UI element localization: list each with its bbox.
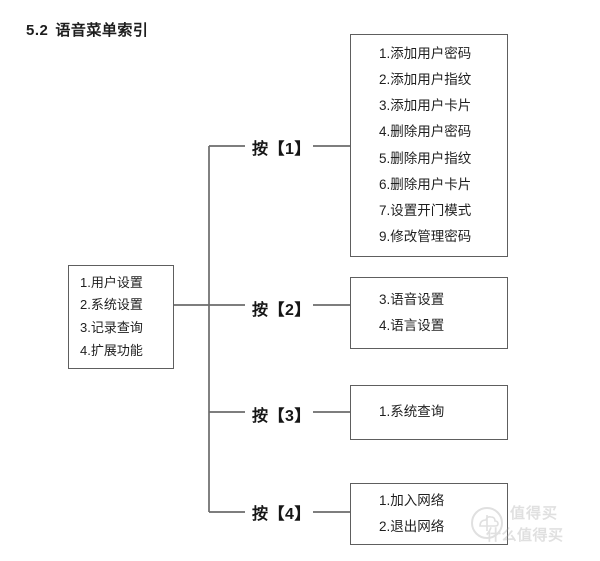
menu-box-root[interactable]: 1.用户设置 2.系统设置 3.记录查询 4.扩展功能: [68, 265, 174, 369]
branch-label-1: 按【1】: [252, 141, 311, 158]
menu-box-branch-3[interactable]: 1.系统查询: [350, 385, 508, 440]
branch-label-3: 按【3】: [252, 408, 311, 425]
menu-item: 6.删除用户卡片: [379, 176, 472, 192]
menu-item: 7.设置开门模式: [379, 202, 472, 218]
menu-item: 1.加入网络: [379, 492, 445, 508]
branch-label-2: 按【2】: [252, 302, 311, 319]
menu-item: 3.添加用户卡片: [379, 98, 472, 114]
menu-item: 5.删除用户指纹: [379, 150, 472, 166]
menu-item: 2.添加用户指纹: [379, 72, 472, 88]
menu-item: 2.系统设置: [80, 297, 143, 313]
menu-item: 4.删除用户密码: [379, 124, 472, 140]
menu-item: 3.语音设置: [379, 291, 445, 307]
page-title-text: 语音菜单索引: [55, 22, 149, 39]
menu-item: 4.扩展功能: [80, 342, 143, 358]
menu-item: 4.语言设置: [379, 318, 445, 333]
menu-item: 2.退出网络: [379, 519, 445, 534]
watermark-text-top: 值得买: [510, 505, 559, 522]
menu-box-branch-2[interactable]: 3.语音设置 4.语言设置: [350, 277, 508, 349]
menu-item: 3.记录查询: [80, 320, 143, 335]
branch-label-4: 按【4】: [252, 506, 311, 523]
menu-box-branch-4[interactable]: 1.加入网络 2.退出网络: [350, 483, 508, 545]
menu-item: 9.修改管理密码: [379, 228, 472, 244]
menu-item: 1.添加用户密码: [379, 46, 472, 62]
menu-item: 1.用户设置: [80, 274, 143, 290]
menu-box-branch-1[interactable]: 1.添加用户密码 2.添加用户指纹 3.添加用户卡片 4.删除用户密码 5.删除…: [350, 34, 508, 257]
page-title: 5.2 语音菜单索引: [26, 19, 148, 40]
menu-item: 1.系统查询: [379, 404, 445, 420]
page-title-number: 5.2: [26, 22, 49, 39]
